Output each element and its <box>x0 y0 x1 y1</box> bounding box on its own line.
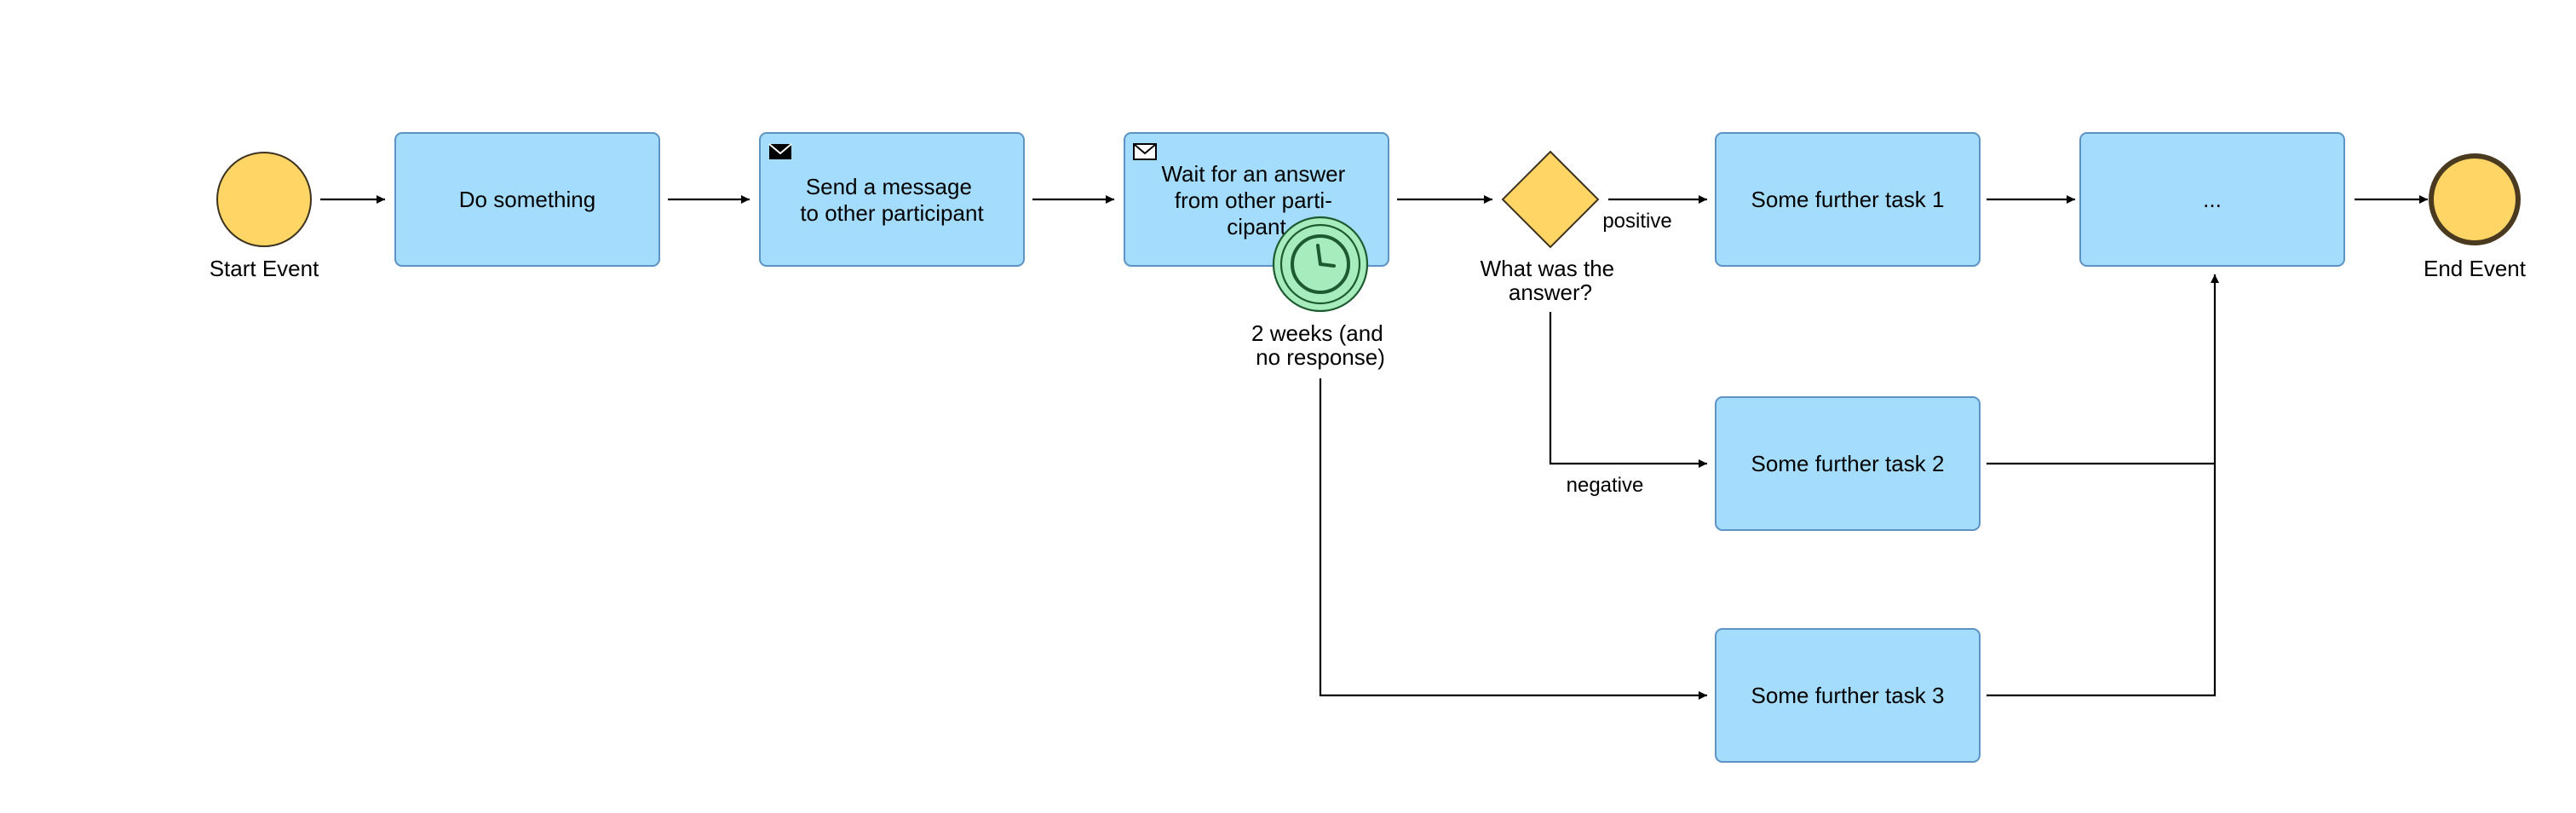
flow-timeout[interactable] <box>1319 378 1707 700</box>
task-wait-for-answer-label: Wait for an answer from other parti- cip… <box>1161 161 1351 239</box>
timer-event-label-line-1: 2 weeks (and <box>1251 320 1383 346</box>
sequence-flows <box>320 195 2428 700</box>
task-send-message-line-1: Send a message <box>806 174 972 199</box>
start-event[interactable]: Start Event <box>210 152 319 281</box>
gateway-diamond[interactable] <box>1501 150 1600 249</box>
gateway-label-line-2: answer? <box>1509 280 1592 305</box>
flow-negative[interactable] <box>1549 312 1707 468</box>
end-event-label: End Event <box>2424 256 2527 281</box>
task-send-message-box[interactable] <box>759 132 1025 267</box>
task-further-3-box[interactable] <box>1715 628 1981 763</box>
task-further-3[interactable]: Some further task 3 <box>1715 628 1981 763</box>
exclusive-gateway[interactable]: What was the answer? <box>1481 150 1621 305</box>
timer-boundary-event[interactable]: 2 weeks (and no response) <box>1251 216 1389 370</box>
flow-task3-to-ellipsis[interactable] <box>1987 274 2219 697</box>
task-ellipsis[interactable]: ... <box>2079 132 2345 267</box>
clock-icon <box>1291 234 1350 294</box>
timer-event-label-line-2: no response) <box>1256 344 1385 370</box>
task-wait-for-answer-line-3: cipant <box>1227 214 1286 239</box>
task-send-message-line-2: to other participant <box>800 200 984 226</box>
task-send-message-label: Send a message to other participant <box>800 174 984 226</box>
task-further-1[interactable]: Some further task 1 <box>1715 132 1981 267</box>
start-event-label: Start Event <box>210 256 319 281</box>
task-further-3-label: Some further task 3 <box>1751 683 1945 708</box>
task-send-message[interactable]: Send a message to other participant <box>759 132 1025 267</box>
task-further-1-label: Some further task 1 <box>1751 187 1945 212</box>
task-ellipsis-label: ... <box>2203 187 2222 212</box>
task-further-2-box[interactable] <box>1715 396 1981 531</box>
task-wait-for-answer-line-2: from other parti- <box>1175 187 1332 213</box>
task-further-2-line-1: Some further task 2 <box>1751 451 1945 476</box>
gateway-label-line-1: What was the <box>1481 256 1615 281</box>
task-further-1-box[interactable] <box>1715 132 1981 267</box>
task-do-something-box[interactable] <box>394 132 660 267</box>
end-event-circle[interactable] <box>2429 153 2521 245</box>
task-further-3-line-1: Some further task 3 <box>1751 683 1945 708</box>
task-do-something-line-1: Do something <box>459 187 595 212</box>
task-further-2[interactable]: Some further task 2 <box>1715 396 1981 531</box>
task-do-something[interactable]: Do something <box>394 132 660 267</box>
task-further-1-line-1: Some further task 1 <box>1751 187 1945 212</box>
end-event[interactable]: End Event <box>2424 153 2527 281</box>
start-event-circle[interactable] <box>216 152 312 247</box>
envelope-outline-icon <box>1133 143 1157 160</box>
task-do-something-label: Do something <box>459 187 595 212</box>
flow-label-positive: positive <box>1602 210 1671 233</box>
gateway-label: What was the answer? <box>1481 256 1621 305</box>
envelope-filled-icon <box>768 143 792 159</box>
task-wait-for-answer-line-1: Wait for an answer <box>1161 161 1345 187</box>
task-ellipsis-line-1: ... <box>2203 187 2222 212</box>
task-ellipsis-box[interactable] <box>2079 132 2345 267</box>
timer-event-label: 2 weeks (and no response) <box>1251 320 1389 370</box>
flow-label-negative: negative <box>1567 474 1644 497</box>
task-further-2-label: Some further task 2 <box>1751 451 1945 476</box>
